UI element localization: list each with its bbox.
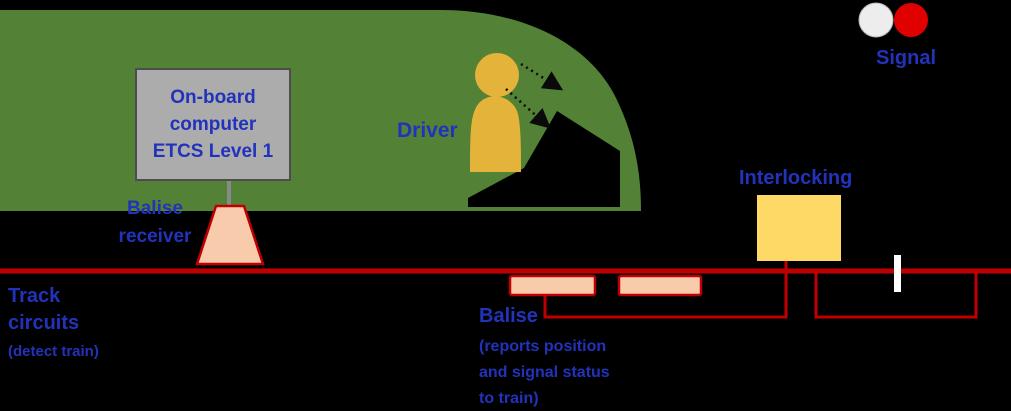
driver-console [468,111,620,207]
driver-torso [470,96,521,172]
track-circuit-loop [814,269,978,319]
driver-label: Driver [397,119,458,142]
balise-caption-title: Balise [479,305,538,327]
balise-receiver-label-line2: receiver [118,226,192,247]
signal-lamp-red-icon [894,3,928,37]
balise-caption-line3: to train) [479,390,539,407]
interlocking-label: Interlocking [739,167,853,189]
insulated-joint-marker [894,255,901,292]
onboard-computer-line3: ETCS Level 1 [152,141,274,162]
balise-caption: Balise (reports position and signal stat… [479,303,610,411]
interlocking-box [757,195,841,261]
track-circuits-line1: Track [8,285,61,307]
balise-caption-line2: and signal status [479,364,610,381]
track-circuits-line3: (detect train) [8,343,99,360]
track-circuits-label: Track circuits (detect train) [8,283,99,362]
balise-receiver-label: Balise receiver [105,195,205,251]
onboard-computer-box: On-board computer ETCS Level 1 [135,68,291,181]
balise-unit-2 [617,274,703,297]
balise-caption-line1: (reports position [479,338,607,355]
balise-receiver-antenna [195,204,265,266]
onboard-computer-line1: On-board [170,87,256,108]
driver-head [475,53,519,97]
signal-lamp-off-icon [858,2,894,38]
balise-receiver-label-line1: Balise [127,198,183,219]
track-circuits-line2: circuits [8,312,80,334]
gaze-arrow-upper-icon [520,62,564,91]
balise-unit-1 [508,274,597,297]
onboard-computer-line2: computer [169,114,257,135]
balise-interlocking-cable [543,254,788,319]
signal-label: Signal [876,47,937,69]
